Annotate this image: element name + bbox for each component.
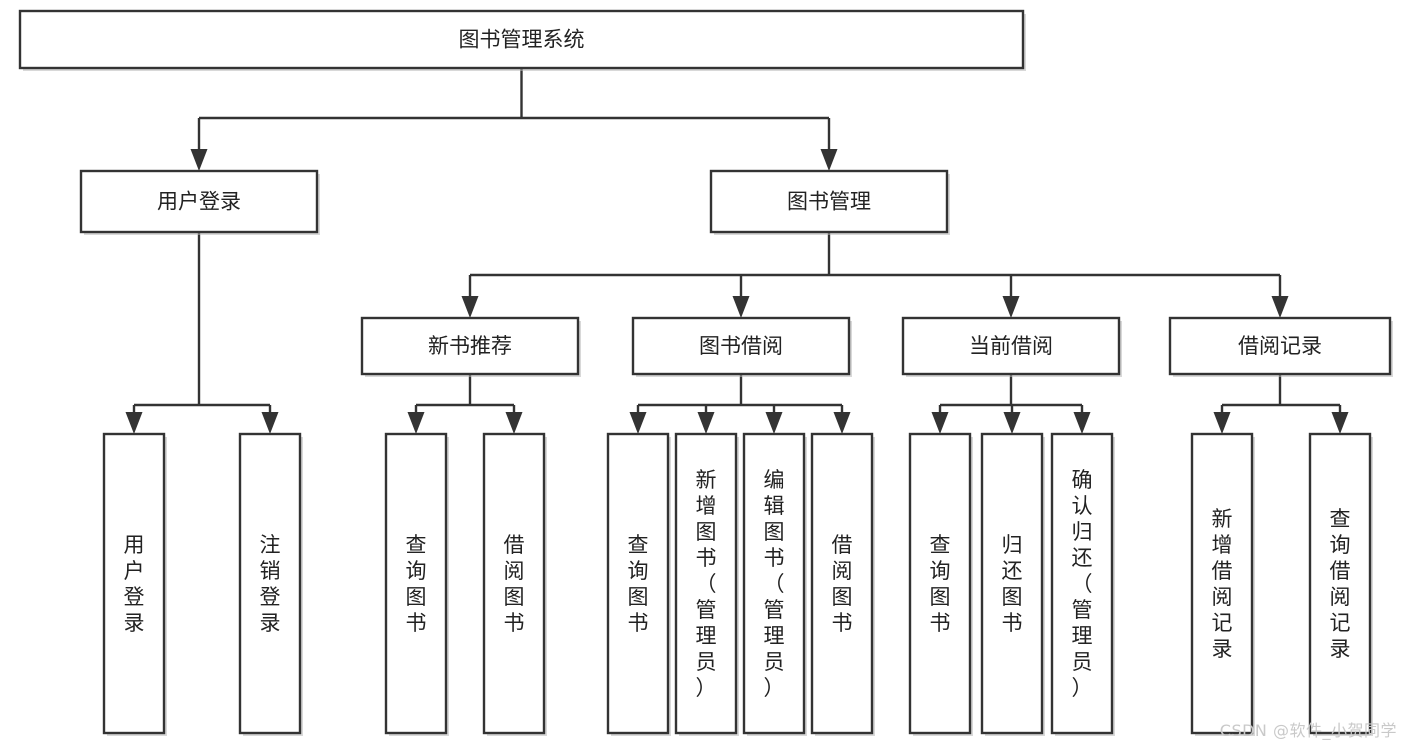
connector-user-login — [125, 232, 279, 434]
node-leaf-add-borrow-record[interactable]: 新增借阅记录 — [1190, 432, 1255, 736]
node-label: 归还图书 — [1002, 533, 1023, 635]
connector-current-borrow — [931, 374, 1091, 434]
connector-new-book-recommend — [407, 374, 523, 434]
connector-book-manage — [461, 232, 1289, 318]
node-label: 图书管理系统 — [459, 28, 585, 52]
connector-borrow-record — [1213, 374, 1349, 434]
node-leaf-confirm-return[interactable]: 确认归还（管理员） — [1050, 432, 1115, 736]
node-label: 用户登录 — [124, 533, 145, 635]
node-label: 图书管理 — [787, 190, 871, 214]
node-leaf-query-book-3[interactable]: 查询图书 — [908, 432, 973, 736]
node-root[interactable]: 图书管理系统 — [18, 9, 1026, 71]
node-label: 新增图书（管理员） — [696, 468, 717, 700]
node-book-borrow[interactable]: 图书借阅 — [631, 316, 852, 377]
node-book-manage[interactable]: 图书管理 — [709, 169, 950, 235]
node-leaf-add-book[interactable]: 新增图书（管理员） — [674, 432, 739, 736]
node-leaf-return-book[interactable]: 归还图书 — [980, 432, 1045, 736]
node-label: 当前借阅 — [969, 334, 1053, 358]
node-label: 查询借阅记录 — [1330, 507, 1351, 661]
node-label: 借阅图书 — [832, 533, 853, 635]
node-leaf-query-book-1[interactable]: 查询图书 — [384, 432, 449, 736]
node-label: 借阅图书 — [504, 533, 525, 635]
node-leaf-query-borrow-record[interactable]: 查询借阅记录 — [1308, 432, 1373, 736]
node-label: 用户登录 — [157, 190, 241, 214]
node-label: 查询图书 — [406, 533, 427, 635]
node-layer: 图书管理系统用户登录图书管理新书推荐图书借阅当前借阅借阅记录用户登录注销登录查询… — [18, 9, 1393, 736]
node-label: 查询图书 — [628, 533, 649, 635]
node-label: 借阅记录 — [1238, 334, 1322, 358]
node-label: 新书推荐 — [428, 334, 512, 358]
node-leaf-user-logout[interactable]: 注销登录 — [238, 432, 303, 736]
node-new-book-recommend[interactable]: 新书推荐 — [360, 316, 581, 377]
node-label: 编辑图书（管理员） — [764, 468, 785, 700]
node-leaf-edit-book[interactable]: 编辑图书（管理员） — [742, 432, 807, 736]
node-leaf-query-book-2[interactable]: 查询图书 — [606, 432, 671, 736]
node-leaf-user-login[interactable]: 用户登录 — [102, 432, 167, 736]
connector-book-borrow — [629, 374, 851, 434]
node-label: 图书借阅 — [699, 334, 783, 358]
connector-layer — [125, 68, 1349, 434]
node-leaf-borrow-book-2[interactable]: 借阅图书 — [810, 432, 875, 736]
csdn-watermark: CSDN @软件_小贺同学 — [1219, 721, 1397, 740]
node-label: 确认归还（管理员） — [1072, 468, 1093, 700]
node-label: 注销登录 — [260, 533, 281, 635]
node-leaf-borrow-book-1[interactable]: 借阅图书 — [482, 432, 547, 736]
node-user-login[interactable]: 用户登录 — [79, 169, 320, 235]
node-current-borrow[interactable]: 当前借阅 — [901, 316, 1122, 377]
node-label: 新增借阅记录 — [1212, 507, 1233, 661]
node-borrow-record[interactable]: 借阅记录 — [1168, 316, 1393, 377]
connector-root — [190, 68, 838, 171]
node-label: 查询图书 — [930, 533, 951, 635]
